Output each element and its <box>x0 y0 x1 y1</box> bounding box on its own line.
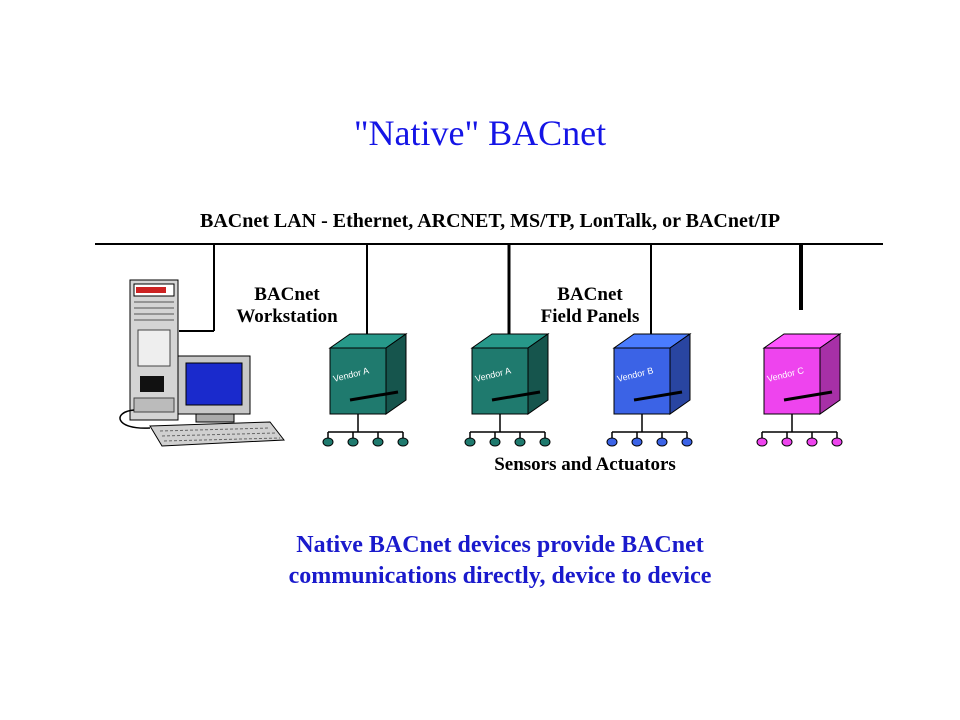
field-panels-label-line-2: Field Panels <box>540 306 640 327</box>
sensors-actuators-label: Sensors and Actuators <box>494 454 676 475</box>
monitor-screen <box>185 362 243 406</box>
panel-front-face <box>471 347 529 415</box>
panel-front-face <box>763 347 821 415</box>
sensor-node-3 <box>656 437 668 447</box>
sensor-node-4 <box>539 437 551 447</box>
panel-side-face <box>527 333 549 415</box>
workstation-label-line-1: BACnet <box>254 284 320 305</box>
sensor-node-1 <box>322 437 334 447</box>
sensor-node-3 <box>372 437 384 447</box>
keyboard-cable <box>119 409 151 429</box>
lan-label: BACnet LAN - Ethernet, ARCNET, MS/TP, Lo… <box>200 210 781 232</box>
sensor-node-1 <box>756 437 768 447</box>
sensor-node-2 <box>631 437 643 447</box>
panel-slot <box>491 390 541 402</box>
panel-slot <box>783 390 833 402</box>
panel-front-face <box>329 347 387 415</box>
sensor-node-1 <box>464 437 476 447</box>
workstation-label: BACnet Workstation <box>222 284 352 328</box>
field-panel-3: Vendor B <box>606 333 693 447</box>
workstation-label-line-2: Workstation <box>236 306 338 327</box>
panel-side-face <box>385 333 407 415</box>
keyboard <box>149 421 285 447</box>
field-panel-1: Vendor A <box>322 333 409 447</box>
sensor-node-2 <box>347 437 359 447</box>
sensor-node-1 <box>606 437 618 447</box>
sensor-node-4 <box>681 437 693 447</box>
panel-front-face <box>613 347 671 415</box>
panel-slot <box>633 390 683 402</box>
field-panels-label-line-1: BACnet <box>557 284 623 305</box>
caption-line-2: communications directly, device to devic… <box>288 563 712 589</box>
caption-line-1: Native BACnet devices provide BACnet <box>296 532 704 558</box>
sensor-node-2 <box>781 437 793 447</box>
workstation-icon <box>119 279 285 447</box>
field-panels-label: BACnet Field Panels <box>520 284 660 328</box>
slide-title: "Native" BACnet <box>353 113 607 153</box>
field-panel-2: Vendor A <box>464 333 551 447</box>
tower-display <box>136 287 166 293</box>
sensor-node-2 <box>489 437 501 447</box>
tower-computer <box>129 279 179 421</box>
field-panel-4: Vendor C <box>756 333 843 447</box>
sensor-node-3 <box>806 437 818 447</box>
caption: Native BACnet devices provide BACnet com… <box>0 530 960 592</box>
monitor <box>177 355 251 423</box>
panel-side-face <box>819 333 841 415</box>
drive-slot <box>140 376 164 392</box>
panel-slot <box>349 390 399 402</box>
field-panels: Vendor A Vendor A Vendor B Vendor C <box>322 333 843 447</box>
sensor-node-4 <box>831 437 843 447</box>
sensor-node-3 <box>514 437 526 447</box>
panel-side-face <box>669 333 691 415</box>
sensor-node-4 <box>397 437 409 447</box>
